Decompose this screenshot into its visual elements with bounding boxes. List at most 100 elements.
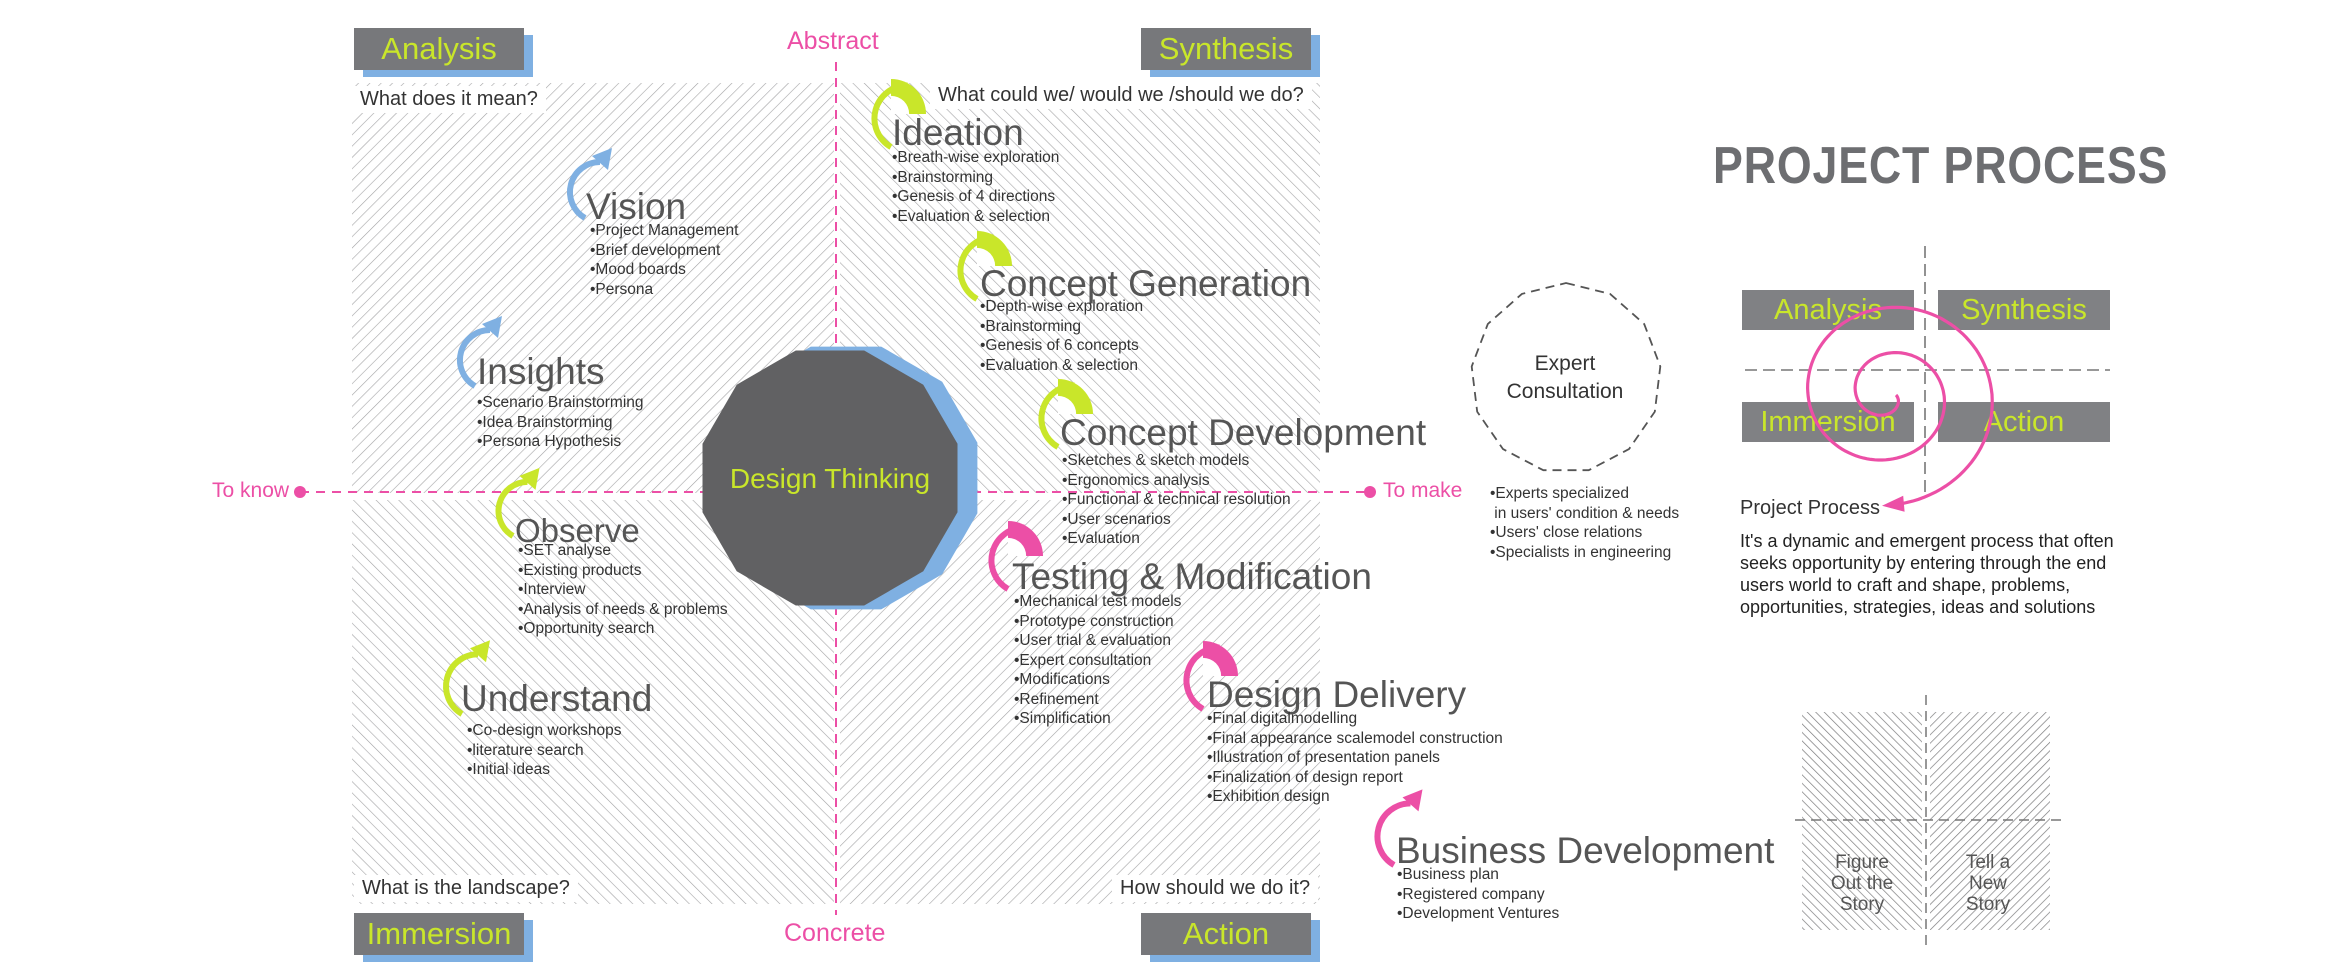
stage-marker-icon [988,521,1043,592]
stage-item: •Prototype construction [1014,612,1174,630]
stage-item: •Evaluation & selection [892,207,1050,225]
expert-item: •Specialists in engineering [1490,543,1672,561]
stage-marker-tip [470,640,490,663]
action-label: Action [1141,913,1311,955]
stage-item: •Ergonomics analysis [1062,471,1210,489]
description-line: users world to craft and shape, problems… [1740,575,2071,595]
stage-item: •Modifications [1014,671,1110,688]
expert-item: •Experts specialized [1490,485,1629,502]
stage-item: •Opportunity search [518,620,655,637]
page-title: PROJECT PROCESS [1713,137,2169,195]
stage-items-understand: •Co-design workshops •literature search … [467,721,621,780]
stage-title-insights: Insights [477,351,605,392]
stage-marker-inner [1008,537,1027,556]
stage-item: •Brainstorming [980,317,1082,335]
axis-concrete-label: Concrete [784,919,886,947]
expert-item: •Users' close relations [1490,524,1643,541]
stage-marker-icon [1183,641,1238,712]
synthesis-label: Synthesis [1141,28,1311,70]
story-left-label: Figure Out the Story [1812,852,1912,915]
stage-title-concept-development: Concept Development [1060,412,1427,453]
stage-title-understand: Understand [461,678,653,719]
stage-item: •Analysis of needs & problems [518,600,728,618]
stage-item: •Scenario Brainstorming [477,394,644,411]
expert-consultation-outline [1470,282,1662,472]
stage-marker-arc [566,159,601,221]
stage-item: •Mood boards [590,261,686,278]
stage-title-testing-modification: Testing & Modification [1012,556,1372,597]
synthesis-question: What could we/ would we /should we do? [930,82,1312,109]
stage-marker-tip [1402,789,1423,812]
stage-item: •Mechanical test models [1014,593,1182,610]
project-process-heading: Project Process [1740,497,1881,519]
stage-items-testing-modification: •Mechanical test models •Prototype const… [1014,592,1181,729]
stage-items-concept-generation: •Depth-wise exploration •Brainstorming •… [980,297,1143,375]
expert-label-line: Consultation [1506,380,1624,403]
stage-item: •Sketches & sketch models [1062,452,1250,469]
description-line: seeks opportunity by entering through th… [1740,553,2107,573]
stage-items-vision: •Project Management •Brief development •… [590,221,738,299]
stage-item: •Interview [518,581,586,598]
expert-label-line: Expert [1534,352,1596,375]
stage-marker-tip [519,467,540,490]
stage-item: •Functional & technical resolution [1062,491,1291,508]
stage-marker-arc [456,327,491,389]
stage-title-design-delivery: Design Delivery [1207,674,1467,715]
story-line: Story [1839,894,1885,915]
stage-marker-arc [495,478,528,539]
stage-item: •Persona [590,280,654,298]
stage-items-observe: •SET analyse •Existing products •Intervi… [518,541,728,639]
stage-item: •Project Management [590,222,739,239]
stage-title-business-development: Business Development [1396,830,1775,871]
design-thinking-label: Design Thinking [729,463,931,494]
stage-item: •Brainstorming [892,168,994,186]
story-right-square [1930,712,2050,930]
stage-item: •Breath-wise exploration [892,149,1060,166]
stage-item: •Expert consultation [1014,651,1152,669]
stage-item: •Co-design workshops [467,722,622,739]
stage-items-concept-development: •Sketches & sketch models •Ergonomics an… [1062,451,1291,549]
stage-item: •literature search [467,741,584,759]
stage-item: •Finalization of design report [1207,768,1403,786]
story-line: Figure [1835,852,1889,873]
stage-items-ideation: •Breath-wise exploration •Brainstorming … [892,148,1059,226]
stage-marker-tip [482,316,502,339]
stage-marker-inner [891,95,910,114]
mini-analysis-label: Analysis [1742,290,1914,330]
axis-to-know-label: To know [212,479,290,502]
stage-item: •Development Ventures [1397,905,1560,922]
stage-marker-icon [1374,789,1423,868]
stage-marker-inner [1058,395,1077,414]
expert-item: in users' condition & needs [1490,504,1680,522]
stage-item: •Illustration of presentation panels [1207,749,1440,766]
analysis-question: What does it mean? [352,86,546,113]
description-line: It's a dynamic and emergent process that… [1740,531,2114,551]
immersion-question: What is the landscape? [354,875,578,902]
design-thinking-shape [702,350,958,606]
stage-item: •Genesis of 6 concepts [980,337,1139,354]
stage-item: •Business plan [1397,866,1499,883]
stage-marker-icon [456,316,502,389]
story-line: Out the [1830,873,1894,894]
story-line: Tell a [1965,852,2011,873]
stage-marker-arc [443,651,479,717]
stage-item: •Brief development [590,241,721,259]
stage-marker-icon [495,467,540,539]
stage-item: •Simplification [1014,710,1111,727]
analysis-label: Analysis [354,28,524,70]
stage-marker-icon [871,79,926,150]
story-right-label: Tell a New Story [1938,852,2038,915]
stage-item: •Registered company [1397,885,1545,903]
stage-marker-icon [443,640,490,717]
stage-item: •User trial & evaluation [1014,632,1172,649]
stage-items-insights: •Scenario Brainstorming •Idea Brainstorm… [477,393,644,452]
stage-title-observe: Observe [515,512,640,549]
project-process-description: It's a dynamic and emergent process that… [1740,530,2114,618]
story-line: Story [1965,894,2011,915]
stage-marker-icon [957,231,1012,302]
stage-item: •SET analyse [518,542,612,559]
stage-item: •Evaluation [1062,530,1140,547]
stage-title-ideation: Ideation [892,112,1024,153]
